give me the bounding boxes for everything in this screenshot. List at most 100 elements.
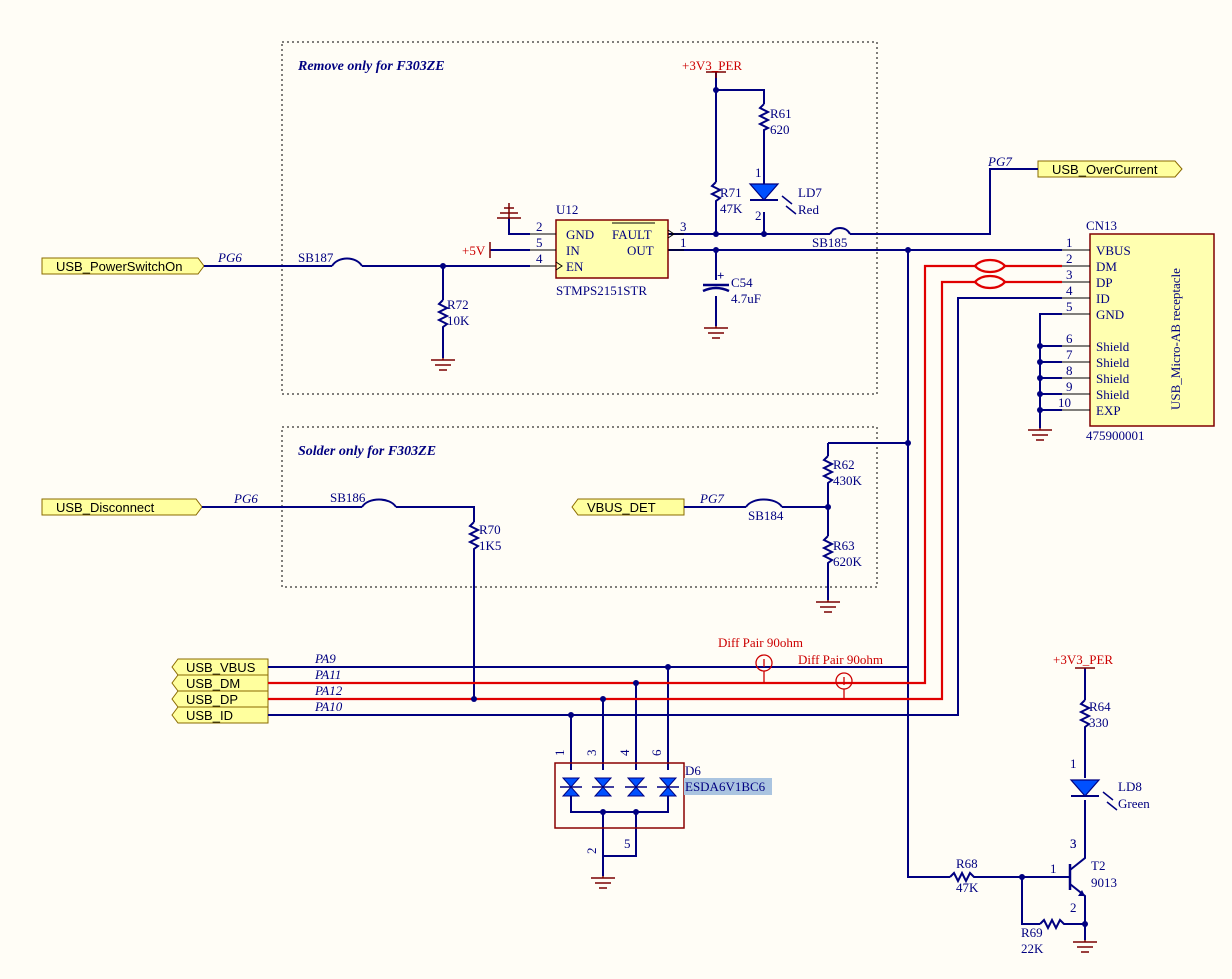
connector-cn13: CN13 475900001 USB_Micro-AB receptacle 1…: [1058, 218, 1215, 443]
svg-text:+: +: [717, 268, 724, 283]
svg-text:T2: T2: [1091, 858, 1105, 873]
svg-text:R61: R61: [770, 106, 792, 121]
svg-text:R71: R71: [720, 185, 742, 200]
region-remove-label: Remove only for F303ZE: [297, 59, 445, 74]
svg-text:2: 2: [755, 208, 762, 223]
svg-text:10K: 10K: [447, 313, 470, 328]
svg-text:9013: 9013: [1091, 875, 1117, 890]
cn13-pin-name: VBUS: [1096, 243, 1131, 258]
svg-text:Diff Pair 90ohm: Diff Pair 90ohm: [798, 652, 883, 667]
cn13-pin-number: 3: [1066, 267, 1073, 282]
u12-pin-en: EN: [566, 259, 584, 274]
svg-text:R69: R69: [1021, 925, 1043, 940]
svg-text:620K: 620K: [833, 554, 863, 569]
port-usb-powerswitchon: USB_PowerSwitchOn: [41, 257, 205, 275]
u12-pin-out: OUT: [627, 243, 654, 258]
svg-text:1: 1: [1070, 756, 1077, 771]
svg-text:R70: R70: [479, 522, 501, 537]
svg-text:USB_DM: USB_DM: [186, 676, 240, 691]
svg-text:CN13: CN13: [1086, 218, 1117, 233]
svg-text:LD8: LD8: [1118, 779, 1142, 794]
port-usb-dm: USB_DM: [171, 674, 269, 692]
sb184-label: SB184: [748, 508, 784, 523]
sb186-label: SB186: [330, 490, 366, 505]
svg-text:+3V3_PER: +3V3_PER: [682, 58, 742, 73]
svg-text:2: 2: [584, 848, 599, 855]
svg-text:3: 3: [584, 750, 599, 757]
svg-text:4: 4: [536, 251, 543, 266]
svg-text:6: 6: [649, 749, 664, 756]
svg-text:330: 330: [1089, 715, 1109, 730]
net-pa11: PA11: [314, 667, 341, 682]
junctions: [440, 87, 1088, 927]
power-3v3-top: +3V3_PER: [682, 58, 742, 78]
svg-text:C54: C54: [731, 275, 753, 290]
cn13-pin-name: Shield: [1096, 371, 1130, 386]
cn13-pin-number: 10: [1058, 395, 1071, 410]
svg-text:USB_Disconnect: USB_Disconnect: [56, 500, 155, 515]
svg-text:47K: 47K: [956, 880, 979, 895]
diff-pair-marker-2: Diff Pair 90ohm: [798, 652, 883, 699]
svg-text:USB_Micro-AB receptacle: USB_Micro-AB receptacle: [1168, 268, 1183, 410]
cn13-pin-name: DP: [1096, 275, 1113, 290]
port-usb-vbus: USB_VBUS: [171, 658, 269, 676]
d6-part: ESDA6V1BC6: [685, 779, 766, 794]
svg-text:R72: R72: [447, 297, 469, 312]
diff-pair-marker-1: Diff Pair 90ohm: [718, 635, 803, 683]
svg-text:USB_DP: USB_DP: [186, 692, 238, 707]
cn13-pin-name: EXP: [1096, 403, 1121, 418]
cn13-pin-number: 6: [1066, 331, 1073, 346]
svg-text:620: 620: [770, 122, 790, 137]
sb187-label: SB187: [298, 250, 334, 265]
net-pa12: PA12: [314, 683, 343, 698]
net-pg6-b: PG6: [233, 491, 258, 506]
svg-text:USB_PowerSwitchOn: USB_PowerSwitchOn: [56, 259, 182, 274]
ground-symbols: [431, 203, 1097, 953]
d6-ref: D6: [685, 763, 701, 778]
port-vbus-det: VBUS_DET: [571, 498, 685, 516]
net-pa10: PA10: [314, 699, 343, 714]
port-usb-disconnect: USB_Disconnect: [41, 498, 203, 516]
resistor-r68: R68 47K: [949, 856, 980, 895]
svg-text:R68: R68: [956, 856, 978, 871]
power-5v: +5V: [462, 242, 491, 258]
svg-text:1: 1: [552, 750, 567, 757]
u12-ref: U12: [556, 202, 578, 217]
cn13-pin-name: Shield: [1096, 339, 1130, 354]
svg-text:USB_VBUS: USB_VBUS: [186, 660, 256, 675]
cn13-pin-number: 1: [1066, 235, 1073, 250]
cn13-pin-name: DM: [1096, 259, 1117, 274]
port-usb-dp: USB_DP: [171, 690, 269, 708]
region-remove-box: [281, 41, 878, 395]
u12-chip: U12 STMPS2151STR GND IN EN FAULT OUT 2 5…: [530, 202, 687, 298]
cn13-pin-number: 5: [1066, 299, 1073, 314]
svg-text:Green: Green: [1118, 796, 1150, 811]
cn13-pin-number: 4: [1066, 283, 1073, 298]
cn13-pin-name: Shield: [1096, 355, 1130, 370]
capacitor-c54: + C54 4.7uF: [702, 268, 761, 306]
svg-text:47K: 47K: [720, 201, 743, 216]
u12-pin-gnd: GND: [566, 227, 594, 242]
u12-pin-in: IN: [566, 243, 580, 258]
cn13-pin-name: GND: [1096, 307, 1124, 322]
solder-bridges: [331, 227, 851, 508]
svg-text:R64: R64: [1089, 699, 1111, 714]
svg-text:R63: R63: [833, 538, 855, 553]
transistor-t2: 1 3 2 T2 9013: [1050, 836, 1117, 915]
region-solder-label: Solder only for F303ZE: [298, 444, 436, 459]
svg-text:+5V: +5V: [462, 243, 486, 258]
svg-text:5: 5: [624, 836, 631, 851]
led-ld7: 1 2 LD7 Red: [748, 160, 822, 223]
svg-text:1: 1: [1050, 861, 1057, 876]
power-3v3-right: +3V3_PER: [1053, 652, 1113, 669]
svg-text:1: 1: [680, 235, 687, 250]
cn13-pin-number: 8: [1066, 363, 1073, 378]
